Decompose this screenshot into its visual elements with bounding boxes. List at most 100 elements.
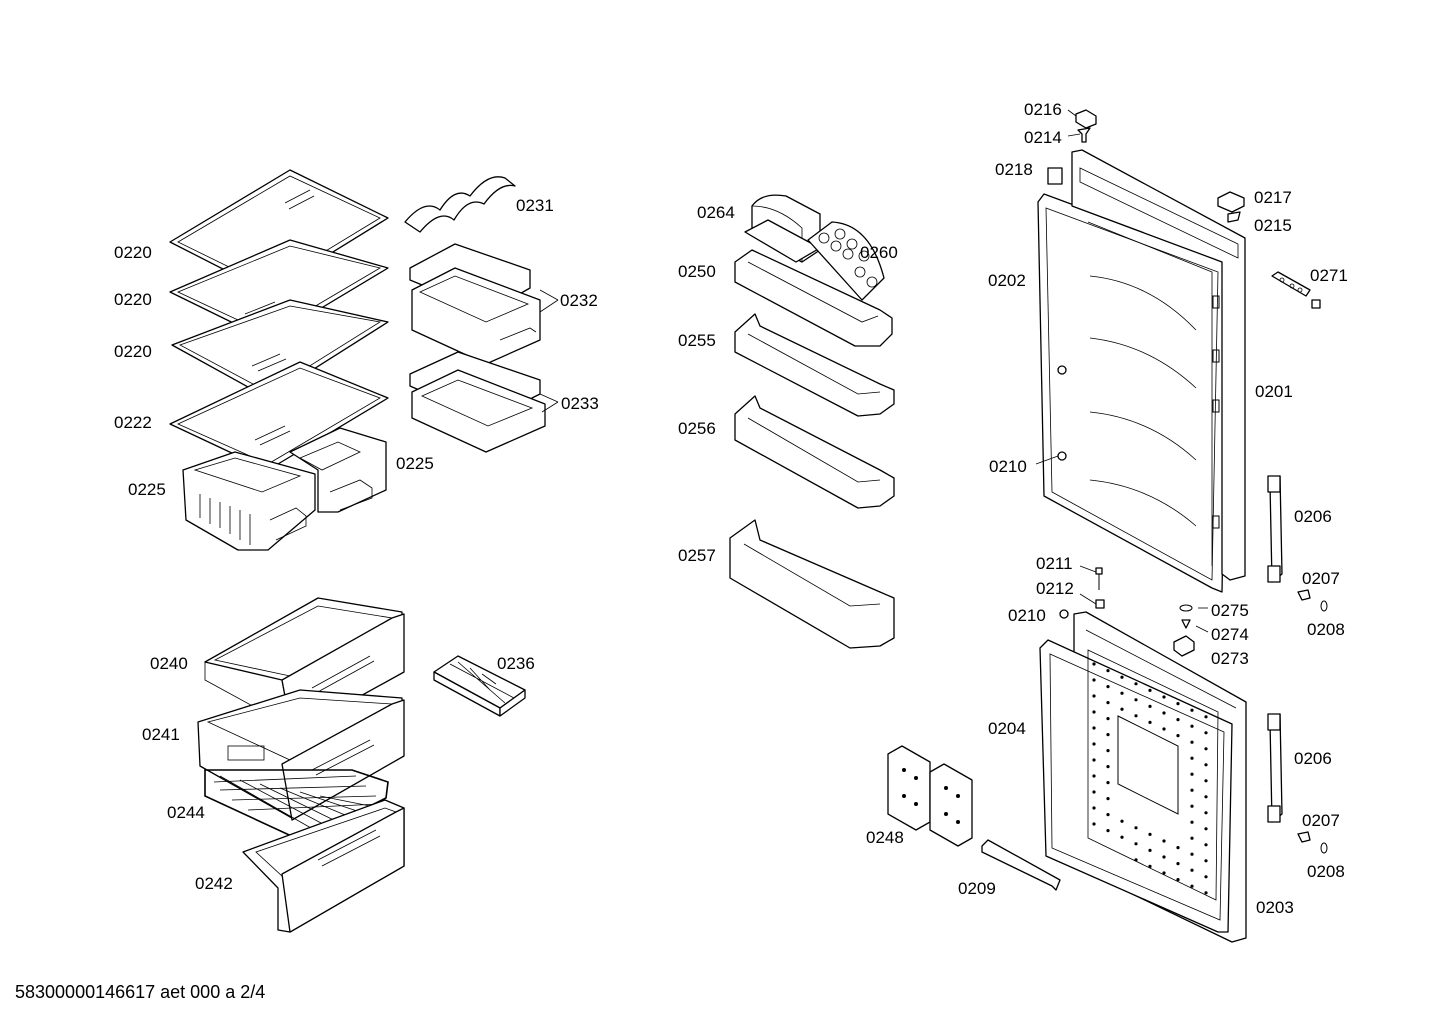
door-dimple	[1162, 855, 1166, 859]
label-0207-lower: 0207	[1302, 811, 1340, 830]
screw-0207-lower[interactable]	[1297, 831, 1311, 843]
door-dimple	[1148, 864, 1152, 869]
label-0225-left: 0225	[128, 480, 166, 499]
ice-cube-tray-0236[interactable]	[433, 655, 526, 717]
door-dimple	[1204, 763, 1208, 767]
label-0274: 0274	[1211, 625, 1249, 644]
cooling-pack-0248-right[interactable]	[929, 763, 973, 847]
door-dimple	[1106, 813, 1110, 817]
door-dimple	[1134, 858, 1138, 862]
screw-0210-upper[interactable]	[1057, 365, 1067, 461]
door-dimple	[1190, 740, 1194, 744]
hinge-pin-0214[interactable]	[1077, 127, 1091, 143]
cover-cap-0217[interactable]	[1217, 191, 1245, 213]
glass-shelf-0220-3[interactable]	[171, 299, 389, 399]
label-0204: 0204	[988, 719, 1026, 738]
door-dimple	[1134, 682, 1138, 686]
washer-0208-upper[interactable]	[1320, 600, 1328, 612]
washer-0275[interactable]	[1179, 604, 1193, 612]
hinge-0273[interactable]	[1173, 635, 1195, 657]
freezer-drawer-0241[interactable]	[197, 689, 405, 821]
chiller-drawer-0233[interactable]	[409, 351, 546, 453]
door-dimple	[1176, 718, 1180, 722]
door-dimple	[1120, 691, 1124, 695]
hinge-set-0271[interactable]	[1271, 271, 1321, 309]
label-0231: 0231	[516, 196, 554, 215]
door-seal-0202[interactable]	[1037, 193, 1229, 593]
label-0271: 0271	[1310, 266, 1348, 285]
label-0201: 0201	[1255, 382, 1293, 401]
door-dimple	[1204, 843, 1208, 847]
label-0208-lower: 0208	[1307, 862, 1345, 881]
label-0264: 0264	[697, 203, 735, 222]
hinge-pin-0211[interactable]	[1095, 567, 1103, 590]
label-0232: 0232	[560, 291, 598, 310]
label-0260: 0260	[860, 243, 898, 262]
door-dimple	[1092, 758, 1096, 762]
label-0210-lower: 0210	[1008, 606, 1046, 625]
label-0206-lower: 0206	[1294, 749, 1332, 768]
door-dimple	[1204, 779, 1208, 783]
door-dimple	[1092, 742, 1096, 746]
label-0206-upper: 0206	[1294, 507, 1332, 526]
cooling-pack-0248-left[interactable]	[887, 745, 931, 831]
door-dimple	[1162, 711, 1166, 715]
door-dimple	[1162, 871, 1166, 875]
label-0225-right: 0225	[396, 454, 434, 473]
fridge-door-0201[interactable]	[1071, 149, 1246, 581]
door-dimple	[1204, 747, 1208, 751]
leader-lines	[539, 109, 1209, 633]
door-dimple	[1092, 806, 1096, 810]
label-0255: 0255	[678, 331, 716, 350]
cover-strip-0209[interactable]	[981, 839, 1061, 891]
door-dimple	[1190, 820, 1194, 824]
door-dimple	[1106, 829, 1110, 833]
door-dimple	[1176, 846, 1180, 850]
screw-0210-lower[interactable]	[1059, 609, 1069, 619]
door-dimple	[1204, 859, 1208, 863]
label-0220-3: 0220	[114, 342, 152, 361]
freezer-drawer-0242[interactable]	[242, 799, 405, 933]
door-dimple	[1120, 675, 1124, 679]
vegetable-bin-0225-left[interactable]	[182, 451, 316, 551]
chiller-drawer-0232[interactable]	[409, 243, 541, 365]
label-0216: 0216	[1024, 100, 1062, 119]
door-dimple	[1204, 891, 1208, 895]
door-dimple	[1092, 678, 1096, 682]
door-rack-0256[interactable]	[734, 395, 895, 509]
butter-box-lid-0264[interactable]	[744, 194, 821, 263]
door-handle-0206-upper[interactable]	[1267, 475, 1283, 583]
washer-0208-lower[interactable]	[1320, 842, 1328, 854]
label-0257: 0257	[678, 546, 716, 565]
label-0244: 0244	[167, 803, 205, 822]
screw-0207-upper[interactable]	[1297, 589, 1311, 601]
egg-tray-0260[interactable]	[807, 221, 885, 301]
door-dimple	[1162, 695, 1166, 699]
door-dimple	[1092, 790, 1096, 794]
door-dimple	[1120, 835, 1124, 839]
bottle-rack-0231[interactable]	[404, 176, 516, 233]
door-handle-0206-lower[interactable]	[1267, 713, 1283, 823]
door-rack-0255[interactable]	[734, 313, 895, 417]
cover-plate-0218[interactable]	[1047, 167, 1063, 185]
label-0242: 0242	[195, 874, 233, 893]
door-dimple	[1106, 797, 1110, 801]
label-0273: 0273	[1211, 649, 1249, 668]
label-0207-upper: 0207	[1302, 569, 1340, 588]
door-dimple	[1134, 698, 1138, 702]
door-dimple	[1190, 884, 1194, 888]
vegetable-bin-0225-right[interactable]	[289, 427, 387, 513]
freezer-grid-0244[interactable]	[204, 769, 389, 841]
label-0233: 0233	[561, 394, 599, 413]
hinge-pin-0215[interactable]	[1227, 211, 1241, 223]
cover-cap-0216[interactable]	[1075, 109, 1097, 129]
door-dimple	[1190, 836, 1194, 840]
door-dimple	[1190, 772, 1194, 776]
door-rack-0257[interactable]	[729, 519, 895, 649]
door-dimple	[1204, 795, 1208, 799]
label-0202: 0202	[988, 271, 1026, 290]
door-rack-0250[interactable]	[734, 249, 893, 347]
door-dimple	[1190, 804, 1194, 808]
screw-0274[interactable]	[1181, 619, 1191, 629]
bushing-0212[interactable]	[1095, 599, 1105, 609]
